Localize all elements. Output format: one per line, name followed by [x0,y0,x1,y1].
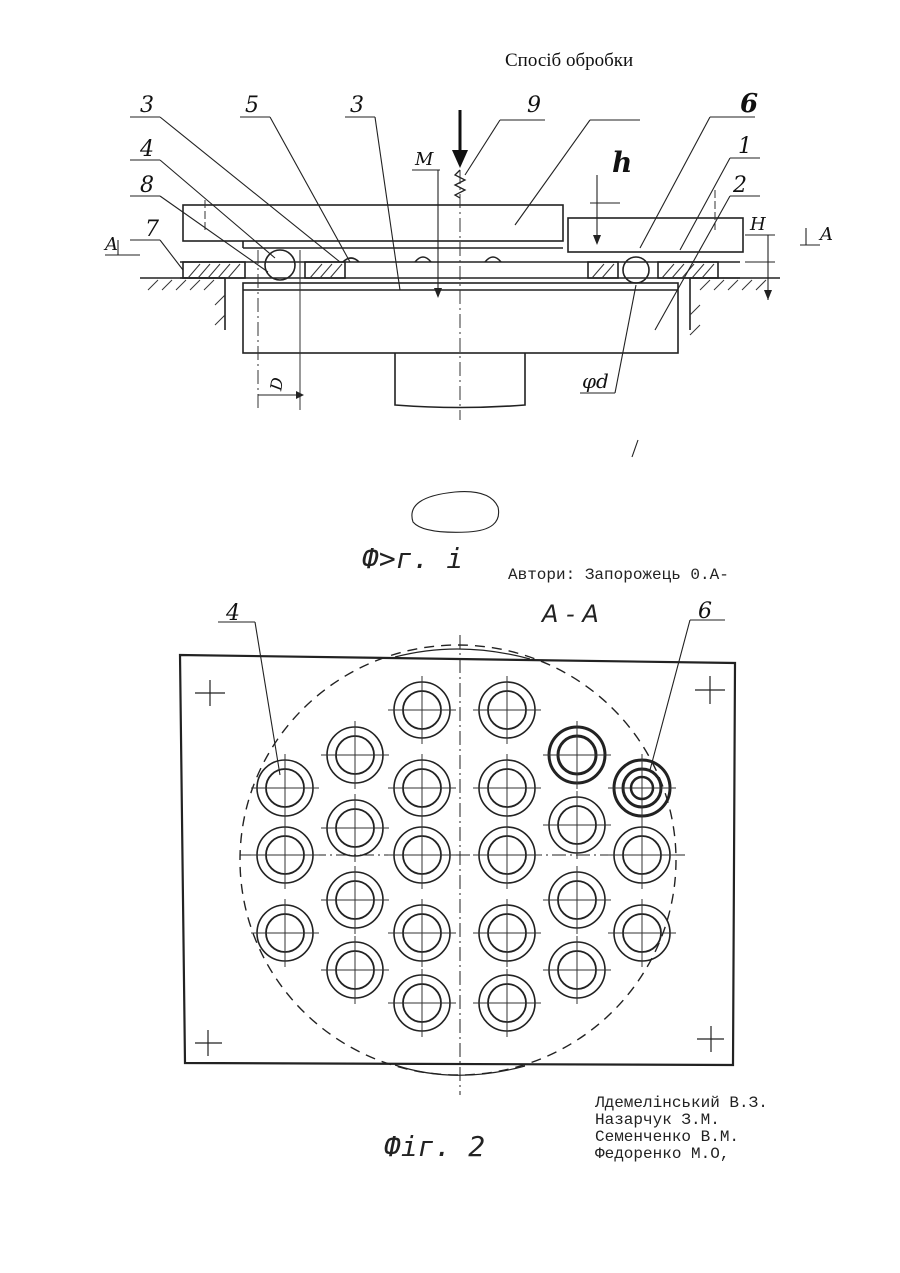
hole-20 [543,866,611,934]
hole-1 [251,754,319,822]
holes-group [251,676,676,1037]
hole-3 [251,899,319,967]
hole-21 [543,936,611,1004]
hole-17 [473,969,541,1037]
hole-16 [473,899,541,967]
hole-15 [473,821,541,889]
hole-22 [608,754,676,822]
hole-6 [321,866,389,934]
section-plate [180,655,735,1065]
hole-23 [608,821,676,889]
hole-12 [388,969,456,1037]
dashed-circle [240,645,676,1075]
fig2-label-6: 6 [698,599,712,624]
hole-18 [543,721,611,789]
hole-14 [473,754,541,822]
hole-13 [473,676,541,744]
hole-11 [388,899,456,967]
hole-4 [321,721,389,789]
hole-8 [388,676,456,744]
hole-10 [388,821,456,889]
hole-24 [608,899,676,967]
hole-5 [321,794,389,862]
hole-9 [388,754,456,822]
hole-7 [321,936,389,1004]
fig2-label-4: 4 [225,601,240,626]
hole-2 [251,821,319,889]
hole-19 [543,791,611,859]
